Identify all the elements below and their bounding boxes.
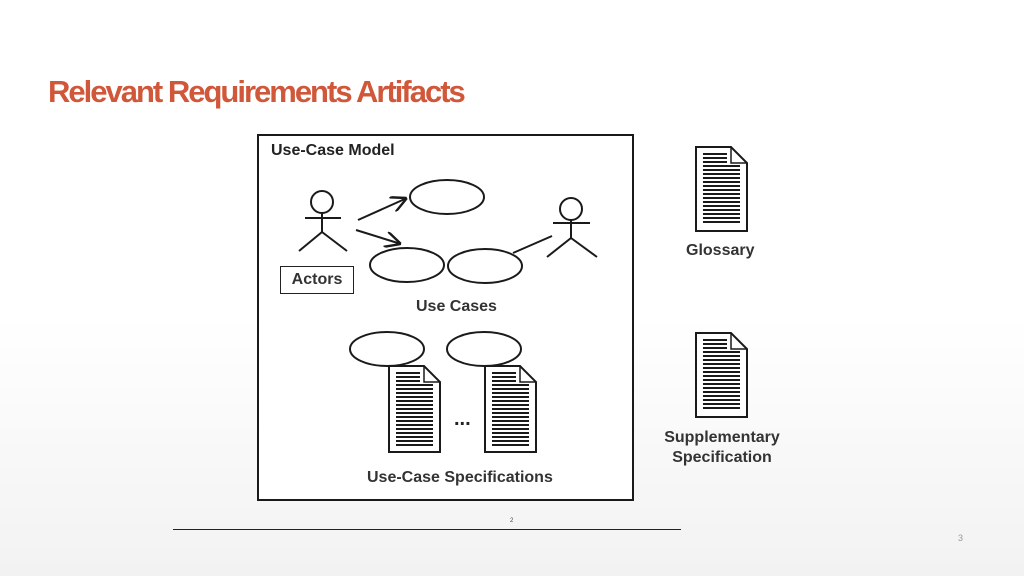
actors-label-box: Actors: [280, 266, 354, 294]
association-arrow-bottom: [355, 229, 401, 244]
use-case-ellipse: [409, 179, 485, 215]
use-case-spec-document-icon: [388, 365, 441, 453]
supplementary-document-icon: [695, 332, 748, 418]
footer-divider: [173, 529, 681, 530]
actor-left-icon: [298, 190, 348, 252]
ellipsis-label: ...: [454, 408, 471, 430]
use-case-specifications-label: Use-Case Specifications: [367, 469, 553, 486]
footer-mark: 2: [510, 518, 514, 524]
use-case-spec-document-icon: [484, 365, 537, 453]
glossary-label: Glossary: [686, 242, 755, 259]
actor-right-icon: [546, 197, 598, 258]
use-case-model-title: Use-Case Model: [271, 142, 395, 159]
association-line-right: [512, 235, 553, 254]
use-case-ellipse: [369, 247, 445, 283]
supplementary-label-line2: Specification: [672, 449, 772, 466]
supplementary-specification-label: Supplementary Specification: [660, 428, 784, 468]
supplementary-label-line1: Supplementary: [664, 429, 780, 446]
page-number: 3: [958, 533, 964, 543]
slide-title: Relevant Requirements Artifacts: [48, 74, 466, 109]
glossary-document-icon: [695, 146, 748, 232]
association-arrow-top: [357, 198, 407, 221]
use-case-ellipse: [447, 248, 523, 284]
use-case-ellipse: [446, 331, 522, 367]
use-cases-label: Use Cases: [416, 298, 497, 315]
use-case-ellipse: [349, 331, 425, 367]
